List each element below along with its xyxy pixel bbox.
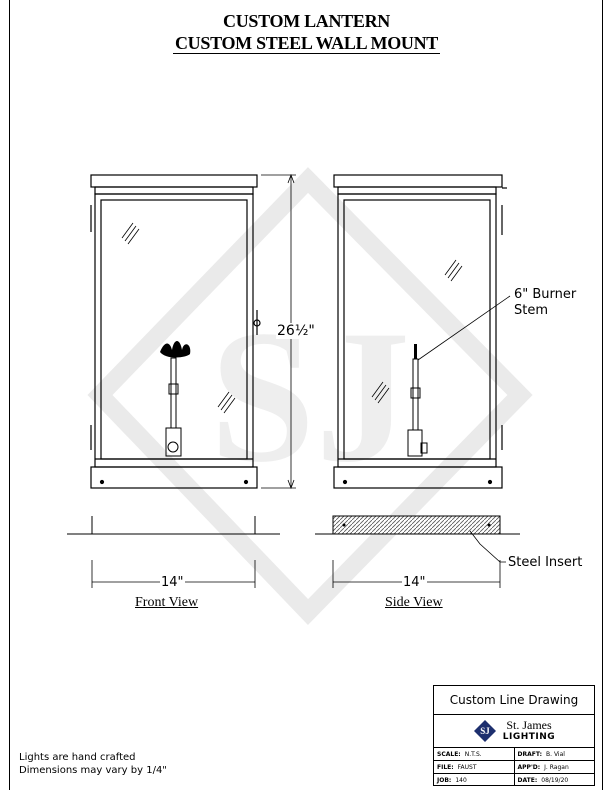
tb-row-job-date: JOB:140 DATE:08/19/20 (434, 774, 594, 786)
front-glass-reflection-marks (121, 222, 236, 414)
title-block-heading-text: Custom Line Drawing (449, 693, 579, 707)
burner-stem-callout-line1: 6" Burner (514, 287, 577, 302)
side-mount-steel-insert (315, 515, 520, 563)
front-width-dimension-label: 14" (160, 575, 185, 590)
tb-job-label: JOB: (437, 776, 452, 784)
title-block-brand: SJ St. James LIGHTING (434, 715, 594, 748)
steel-insert-callout: Steel Insert (508, 555, 583, 570)
brand-name: St. James (506, 718, 552, 732)
left-border-line (9, 0, 10, 790)
tb-draft-cell: DRAFT:B. Vial (515, 751, 595, 758)
tb-job-cell: JOB:140 (434, 774, 515, 786)
tb-date-value: 08/19/20 (541, 776, 569, 784)
burner-stem-callout-line2: Stem (514, 303, 549, 318)
title-block-heading: Custom Line Drawing (434, 686, 594, 715)
title-line-2: CUSTOM STEEL WALL MOUNT (0, 32, 613, 54)
front-mount-profile (67, 516, 280, 535)
side-view-lantern (333, 174, 507, 489)
side-burner-assembly (407, 344, 428, 457)
note-dimensions-vary: Dimensions may vary by 1/4" (19, 765, 167, 776)
tb-scale-cell: SCALE:N.T.S. (434, 748, 515, 760)
tb-scale-value: N.T.S. (464, 750, 482, 758)
side-width-dimension-label: 14" (402, 575, 427, 590)
tb-row-scale-draft: SCALE:N.T.S. DRAFT:B. Vial (434, 748, 594, 761)
burner-leader-line (417, 295, 511, 361)
front-view-lantern (90, 174, 261, 489)
tb-job-value: 140 (455, 776, 467, 784)
tb-draft-value: B. Vial (546, 750, 565, 758)
tb-appd-label: APP'D: (517, 763, 541, 771)
side-view-label: Side View (385, 595, 443, 610)
title-line-1-text: CUSTOM LANTERN (223, 11, 390, 31)
svg-text:SJ: SJ (480, 726, 490, 736)
title-line-2-text: CUSTOM STEEL WALL MOUNT (172, 33, 440, 54)
front-view-label: Front View (135, 595, 199, 610)
tb-file-cell: FILE:FAUST (434, 761, 515, 773)
tb-row-file-appd: FILE:FAUST APP'D:J. Ragan (434, 761, 594, 774)
side-glass-reflection-marks (371, 259, 463, 404)
stj-watermark-logo: SJ (87, 167, 533, 625)
tb-appd-value: J. Ragan (544, 763, 569, 771)
right-border-line (602, 0, 603, 790)
tb-file-value: FAUST (457, 763, 477, 771)
tb-draft-label: DRAFT: (517, 750, 543, 758)
height-dimension-label: 26½" (276, 323, 316, 339)
tb-date-cell: DATE:08/19/20 (515, 777, 595, 784)
front-burner-assembly (160, 341, 191, 457)
tb-scale-label: SCALE: (437, 750, 461, 758)
tb-appd-cell: APP'D:J. Ragan (515, 764, 595, 771)
brand-text: St. James LIGHTING (503, 719, 555, 743)
tb-file-label: FILE: (437, 763, 454, 771)
note-hand-crafted: Lights are hand crafted (19, 752, 136, 763)
brand-sub: LIGHTING (502, 732, 556, 742)
stj-diamond-logo-icon: SJ (473, 720, 496, 742)
title-line-1: CUSTOM LANTERN (0, 10, 613, 32)
title-block: Custom Line Drawing SJ St. James LIGHTIN… (433, 685, 595, 786)
tb-date-label: DATE: (517, 776, 538, 784)
